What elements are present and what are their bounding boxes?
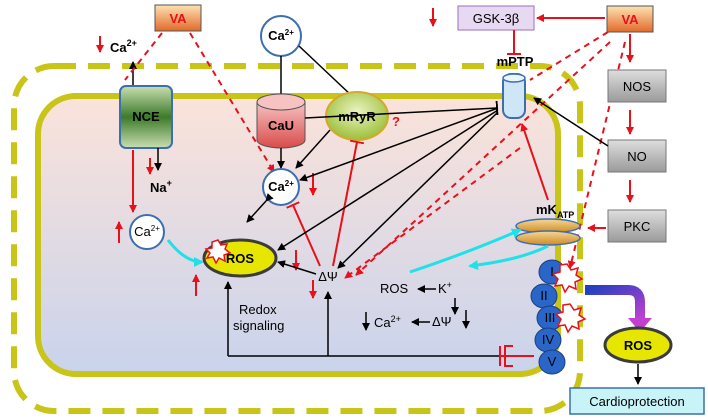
pkc-label: PKC — [624, 219, 651, 234]
cau-channel — [256, 101, 306, 149]
mryr-to-ca-mid — [295, 129, 331, 169]
va-left-box — [154, 4, 202, 32]
starburst-icon-complex-iii — [554, 303, 587, 334]
mkatp-channel-bottom — [515, 230, 581, 246]
mptp-to-ros — [277, 109, 499, 251]
ca-left-circle — [129, 214, 165, 250]
complex-iv-label: IV — [542, 332, 555, 347]
mkatp-label: mKATP — [536, 202, 574, 220]
complex-i-label: I — [550, 264, 554, 279]
mkatp-to-delta-psi-dashed — [344, 147, 521, 279]
va-right-box — [606, 5, 654, 33]
ros-main-label: ROS — [226, 251, 255, 266]
starburst-icon-ros-main — [204, 239, 232, 265]
cau-top — [256, 93, 306, 111]
va-to-delta-psi-dashed — [355, 41, 611, 276]
redox-label: Redox — [239, 302, 277, 317]
ca-top-to-mryr — [298, 45, 353, 97]
mptp-to-ca-mid — [299, 107, 499, 182]
mryr-question: ? — [392, 114, 400, 129]
ca-mid-ros-bidir — [246, 193, 274, 223]
ros-right-label: ROS — [624, 338, 653, 353]
complex-ii-label: II — [540, 288, 547, 303]
k-to-mkatp-cyan — [409, 228, 522, 274]
gsk-box — [457, 5, 535, 31]
mryr-to-delta-psi-red — [332, 139, 365, 267]
mkatp-to-k-cyan — [468, 244, 549, 271]
ca-mid-to-delta-psi — [286, 201, 321, 267]
va-to-nce-dashed — [124, 32, 163, 81]
complex-v-label: V — [548, 354, 557, 369]
va-right-label: VA — [621, 12, 639, 27]
cardioprotection-label: Cardioprotection — [589, 394, 684, 409]
ros-right — [603, 326, 673, 364]
signaling-label: signaling — [233, 318, 284, 333]
mryr-label: mRyR — [338, 109, 376, 124]
gsk-label: GSK-3β — [473, 11, 520, 26]
ca-left-label: Ca2+ — [134, 224, 160, 239]
nce-transporter — [119, 85, 173, 149]
nos-label: NOS — [623, 79, 652, 94]
mptp-to-delta-psi — [337, 111, 499, 269]
cau-label: CaU — [268, 118, 294, 133]
ros-small-label: ROS — [380, 281, 409, 296]
complex-v — [538, 349, 566, 375]
purple-arrow-head — [628, 318, 652, 332]
va-to-ca-mid-dashed — [189, 32, 275, 173]
cardioprotection-box — [569, 387, 705, 415]
ca-left-to-ros-cyan — [166, 239, 204, 267]
no-to-mptp-arrow — [533, 97, 609, 147]
k-plus-label: K+ — [438, 280, 452, 296]
delta-psi-to-ros — [277, 260, 317, 275]
ca-bottom-label: Ca2+ — [374, 314, 401, 330]
va-left-label: VA — [169, 11, 187, 26]
no-box — [607, 139, 667, 173]
mptp-label: mPTP — [497, 54, 534, 69]
cau-to-mptp-inhibit — [304, 100, 499, 119]
nos-box — [607, 69, 667, 103]
mptp-top — [502, 73, 526, 83]
va-to-mptp-dashed — [529, 31, 609, 81]
complex-v-bracket — [504, 345, 513, 367]
delta-psi-center: ΔΨ — [318, 269, 338, 284]
purple-arrow-icon — [585, 285, 645, 320]
delta-psi-bottom: ΔΨ — [432, 314, 452, 329]
starburst-icon-complex-i — [551, 263, 584, 294]
na-label: Na+ — [150, 178, 172, 195]
no-label: NO — [627, 149, 647, 164]
nce-label: NCE — [132, 109, 160, 124]
mkatp-to-mptp-red — [520, 123, 549, 201]
ca-top-label: Ca2+ — [268, 28, 294, 43]
complex-iii-label: III — [545, 310, 556, 325]
ca-top-left-label: Ca2+ — [110, 38, 137, 55]
pkc-box — [607, 209, 667, 243]
ca-mid-label: Ca2+ — [268, 179, 294, 194]
